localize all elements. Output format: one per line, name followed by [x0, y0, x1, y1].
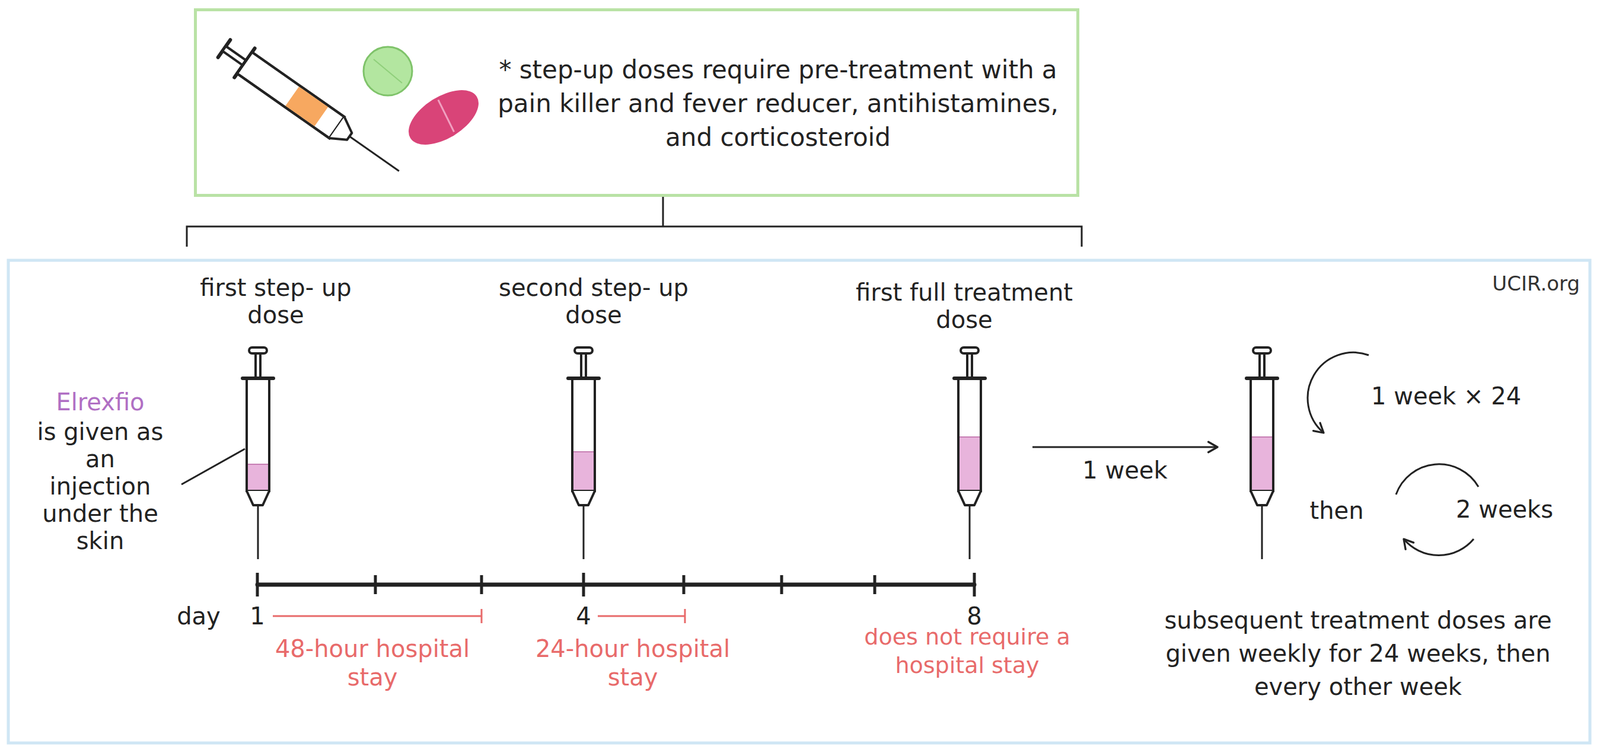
pill-oval [399, 78, 488, 156]
interval-label: 1 week × 24 [1371, 382, 1567, 411]
day-number: 1 [239, 602, 276, 631]
stay-note: 48-hour hospital stay [265, 634, 480, 692]
syringe [1246, 347, 1278, 560]
watermark: UCIR.org [1449, 271, 1580, 296]
note-box: * step-up doses require pre-treatment wi… [193, 8, 1080, 197]
dose-heading: first full treatment dose [845, 278, 1083, 334]
note-text: * step-up doses require pre-treatment wi… [493, 52, 1063, 155]
bracket [186, 196, 1082, 247]
interval-label: then [1298, 496, 1376, 525]
dose-heading: first step- up dose [186, 273, 365, 329]
axis-label: day [166, 602, 232, 631]
dose-heading: second step- up dose [495, 273, 692, 329]
interval-label: 1 week [1059, 456, 1191, 485]
syringe [242, 347, 274, 560]
repeat-loop [1395, 464, 1479, 495]
stay-note: 24-hour hospital stay [531, 634, 734, 692]
schedule-note: subsequent treatment doses are given wee… [1132, 603, 1584, 704]
annotation: is given as an injection under the skin [32, 418, 169, 555]
syringe [954, 347, 986, 560]
syringe [568, 347, 599, 560]
drug-name: Elrexfio [26, 388, 175, 416]
day-number: 4 [571, 602, 596, 631]
repeat-loop [1403, 539, 1474, 556]
stay-note: does not require a hospital stay [848, 622, 1086, 680]
interval-label: 2 weeks [1455, 495, 1587, 524]
pill-round [363, 46, 413, 96]
panel-outline [8, 260, 1590, 744]
timeline [257, 572, 975, 597]
leader-line [181, 448, 245, 485]
repeat-loop [1307, 352, 1369, 433]
arrow [1032, 446, 1218, 449]
stay-bracket [272, 609, 685, 624]
